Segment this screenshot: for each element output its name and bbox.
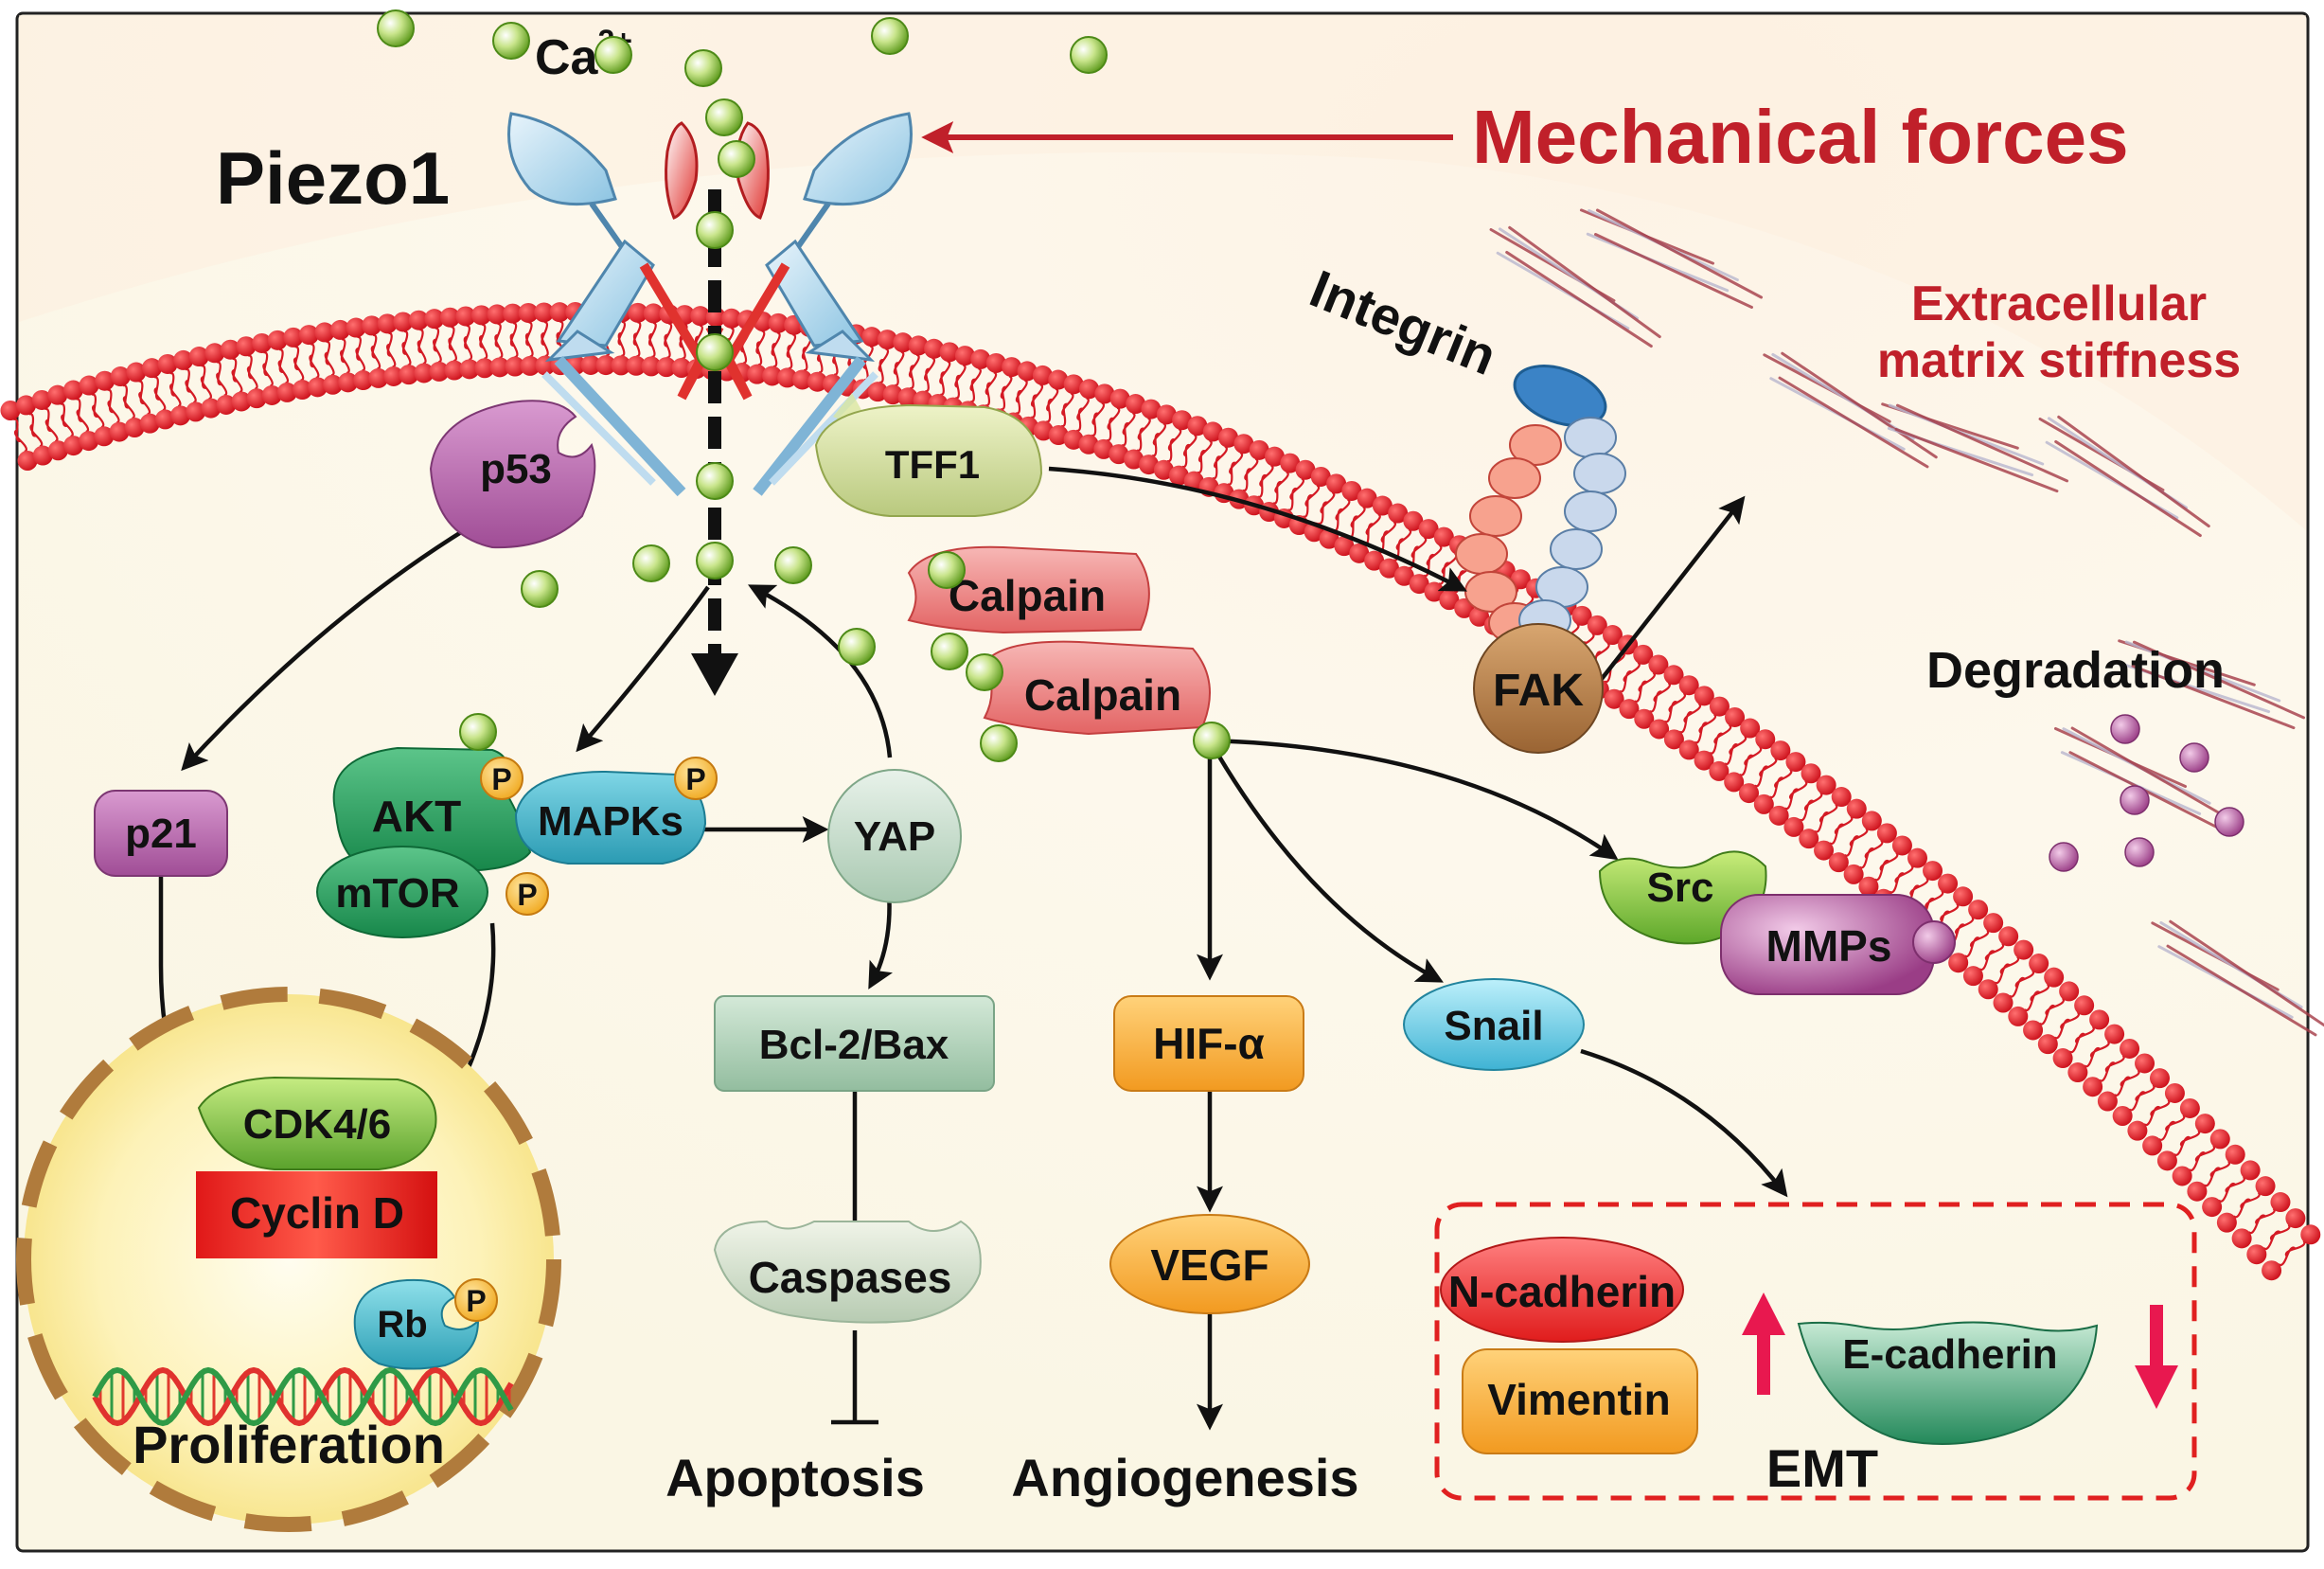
e-cadherin-label: E-cadherin [1842, 1331, 2057, 1378]
emt-box [1434, 1202, 2197, 1501]
fak-label: FAK [1493, 666, 1584, 716]
mechanical-forces-label: Mechanical forces [1472, 95, 2129, 179]
collagen-fiber-icon [1489, 208, 2324, 1037]
hif-node [1113, 995, 1304, 1092]
cell-membrane [0, 301, 2321, 1281]
calcium-ion-icon [871, 17, 909, 55]
ecm-stiffness-label-1: Extracellular [1911, 276, 2207, 331]
down-arrow-icon [2135, 1305, 2178, 1409]
calcium-ion-icon [966, 653, 1003, 691]
snail-node [1403, 978, 1585, 1071]
calcium-ion-icon [696, 542, 734, 579]
angiogenesis-label: Angiogenesis [1011, 1448, 1358, 1507]
calcium-ion-icon [632, 544, 670, 582]
mtor-label: mTOR [335, 870, 459, 917]
tff1-label: TFF1 [885, 442, 980, 487]
fak-node [1473, 623, 1604, 754]
calcium-ion-icon [1070, 36, 1108, 74]
phosphate-icon: P [480, 757, 523, 800]
calcium-ion-icon [980, 724, 1018, 762]
e-cadherin-node [1797, 1321, 2099, 1445]
n-cadherin-node [1440, 1237, 1684, 1343]
p21-label: p21 [125, 811, 197, 857]
rb-node [353, 1278, 480, 1370]
akt-label: AKT [372, 792, 462, 841]
phosphate-icon: P [674, 757, 718, 800]
calcium-ion-icon [931, 633, 968, 670]
calcium-ion-icon [696, 211, 734, 249]
caspases-node [713, 1220, 982, 1324]
calcium-ion-icon [459, 713, 497, 751]
apoptosis-label: Apoptosis [665, 1448, 925, 1507]
phosphate-group: P P P P [454, 757, 718, 1322]
vegf-node [1109, 1214, 1310, 1314]
calcium-ion-icon [774, 546, 812, 584]
cyclin-d-node [196, 1171, 437, 1258]
bcl2-bax-label: Bcl-2/Bax [759, 1022, 949, 1068]
calpain-node-1 [907, 545, 1150, 634]
calcium-ion-icon [718, 140, 755, 178]
hif-label: HIF-α [1153, 1019, 1265, 1068]
vimentin-label: Vimentin [1487, 1375, 1670, 1424]
calcium-ion-icon [1193, 722, 1231, 759]
calcium-ion-icon [492, 22, 530, 60]
extracellular-space [19, 15, 2306, 530]
emt-label: EMT [1766, 1438, 1878, 1498]
calcium-ion-icon [521, 570, 559, 608]
svg-text:P: P [685, 762, 705, 796]
yap-label: YAP [854, 813, 935, 860]
calcium-ion-icon [705, 98, 743, 136]
svg-text:P: P [517, 878, 537, 912]
mmps-label: MMPs [1766, 921, 1892, 971]
proliferation-label: Proliferation [133, 1415, 445, 1474]
svg-text:P: P [466, 1284, 486, 1318]
cyclin-d-label: Cyclin D [230, 1188, 404, 1238]
calpain-label-1: Calpain [949, 571, 1106, 620]
svg-text:P: P [491, 762, 511, 796]
calcium-ion-icon [377, 9, 415, 47]
calcium-ion-icon [838, 628, 876, 666]
calcium-ions [377, 9, 1231, 762]
degradation-label: Degradation [1926, 642, 2225, 699]
p53-label: p53 [480, 446, 552, 492]
calcium-ion-icon [696, 462, 734, 500]
src-label: Src [1647, 865, 1714, 911]
piezo1-label: Piezo1 [216, 136, 450, 220]
vimentin-node [1462, 1348, 1698, 1454]
calcium-ion-icon [594, 36, 632, 74]
ecm-stiffness-label-2: matrix stiffness [1877, 333, 2241, 388]
bcl2-bax-node [714, 995, 995, 1092]
up-arrow-icon [1742, 1293, 1785, 1395]
piezo1-channel [507, 112, 913, 696]
cdk46-label: CDK4/6 [243, 1101, 392, 1148]
p53-node [429, 400, 596, 549]
n-cadherin-label: N-cadherin [1448, 1267, 1676, 1316]
mmp-bead-icon [1912, 920, 1956, 964]
mapks-node [514, 770, 707, 865]
calcium-ion-icon [928, 551, 966, 589]
caspases-label: Caspases [749, 1253, 952, 1302]
mapks-label: MAPKs [538, 798, 683, 845]
p21-node [94, 790, 228, 877]
mtor-node [316, 846, 488, 938]
calcium-ion-icon [696, 333, 734, 371]
yap-node [827, 769, 962, 903]
calcium-ion-icon [684, 49, 722, 87]
phosphate-icon: P [454, 1278, 498, 1322]
dna-helix-icon [92, 1366, 514, 1427]
cdk46-node [197, 1076, 437, 1170]
calpain-label-2: Calpain [1024, 670, 1181, 720]
tff1-node [814, 393, 1043, 517]
rb-label: Rb [377, 1304, 427, 1346]
phosphate-icon: P [506, 872, 549, 916]
vegf-label: VEGF [1150, 1240, 1268, 1290]
snail-label: Snail [1444, 1003, 1543, 1049]
